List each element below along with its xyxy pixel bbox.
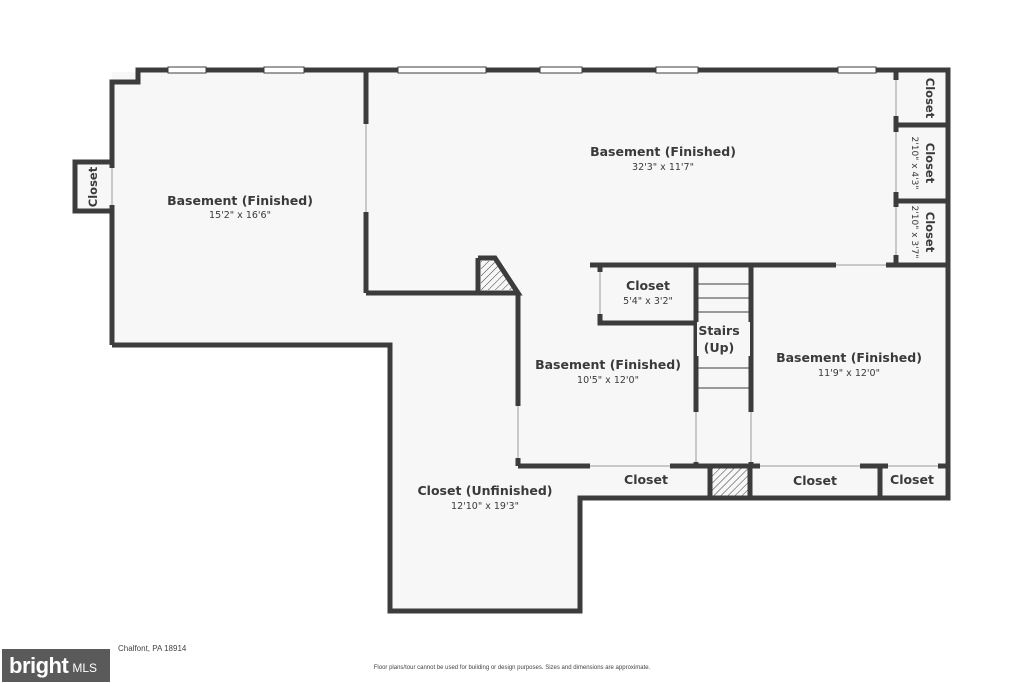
room-closet-small-dims: 5'4" x 3'2" bbox=[623, 296, 673, 307]
room-closet-unfinished-dims: 12'10" x 19'3" bbox=[451, 501, 519, 512]
room-basement-right-dims: 11'9" x 12'0" bbox=[818, 368, 880, 379]
room-closet-bottom-3-name: Closet bbox=[890, 472, 934, 487]
room-basement-top-dims: 32'3" x 11'7" bbox=[632, 162, 694, 173]
bright-mls-logo: bright MLS bbox=[2, 649, 110, 682]
room-closet-left-side-name: Closet bbox=[86, 166, 100, 207]
floor-fills bbox=[74, 72, 948, 611]
footer-address: Chalfont, PA 18914 bbox=[118, 644, 187, 653]
room-basement-center-name: Basement (Finished) bbox=[535, 357, 681, 372]
stairs-label-line2: (Up) bbox=[704, 340, 735, 355]
room-basement-left-dims: 15'2" x 16'6" bbox=[209, 210, 271, 221]
room-basement-top-name: Basement (Finished) bbox=[590, 144, 736, 159]
door-lines bbox=[111, 80, 938, 467]
room-closet-right-low-dims: 2'10" x 3'7" bbox=[909, 206, 919, 259]
room-basement-left-name: Basement (Finished) bbox=[167, 193, 313, 208]
room-basement-center-dims: 10'5" x 12'0" bbox=[577, 375, 639, 386]
room-closet-small-name: Closet bbox=[626, 278, 670, 293]
room-closet-right-mid-dims: 2'10" x 4'3" bbox=[909, 137, 919, 190]
chimney-hatch bbox=[481, 261, 513, 290]
room-closet-bottom-2-name: Closet bbox=[793, 473, 837, 488]
footer-disclaimer: Floor plans/tour cannot be used for buil… bbox=[373, 665, 651, 671]
room-closet-right-low-name: Closet bbox=[923, 212, 937, 253]
room-closet-unfinished-name: Closet (Unfinished) bbox=[418, 483, 553, 498]
logo-suffix: MLS bbox=[72, 660, 98, 675]
logo-word: bright bbox=[9, 652, 69, 678]
room-basement-right-name: Basement (Finished) bbox=[776, 350, 922, 365]
room-closet-top-right-name: Closet bbox=[923, 78, 937, 119]
windows bbox=[167, 66, 877, 74]
room-closet-right-mid-name: Closet bbox=[923, 143, 937, 184]
stairs-label-line1: Stairs bbox=[698, 323, 739, 338]
room-closet-bottom-1-name: Closet bbox=[624, 472, 668, 487]
stairs-label-bg bbox=[697, 322, 750, 356]
utility-hatch bbox=[712, 468, 748, 496]
